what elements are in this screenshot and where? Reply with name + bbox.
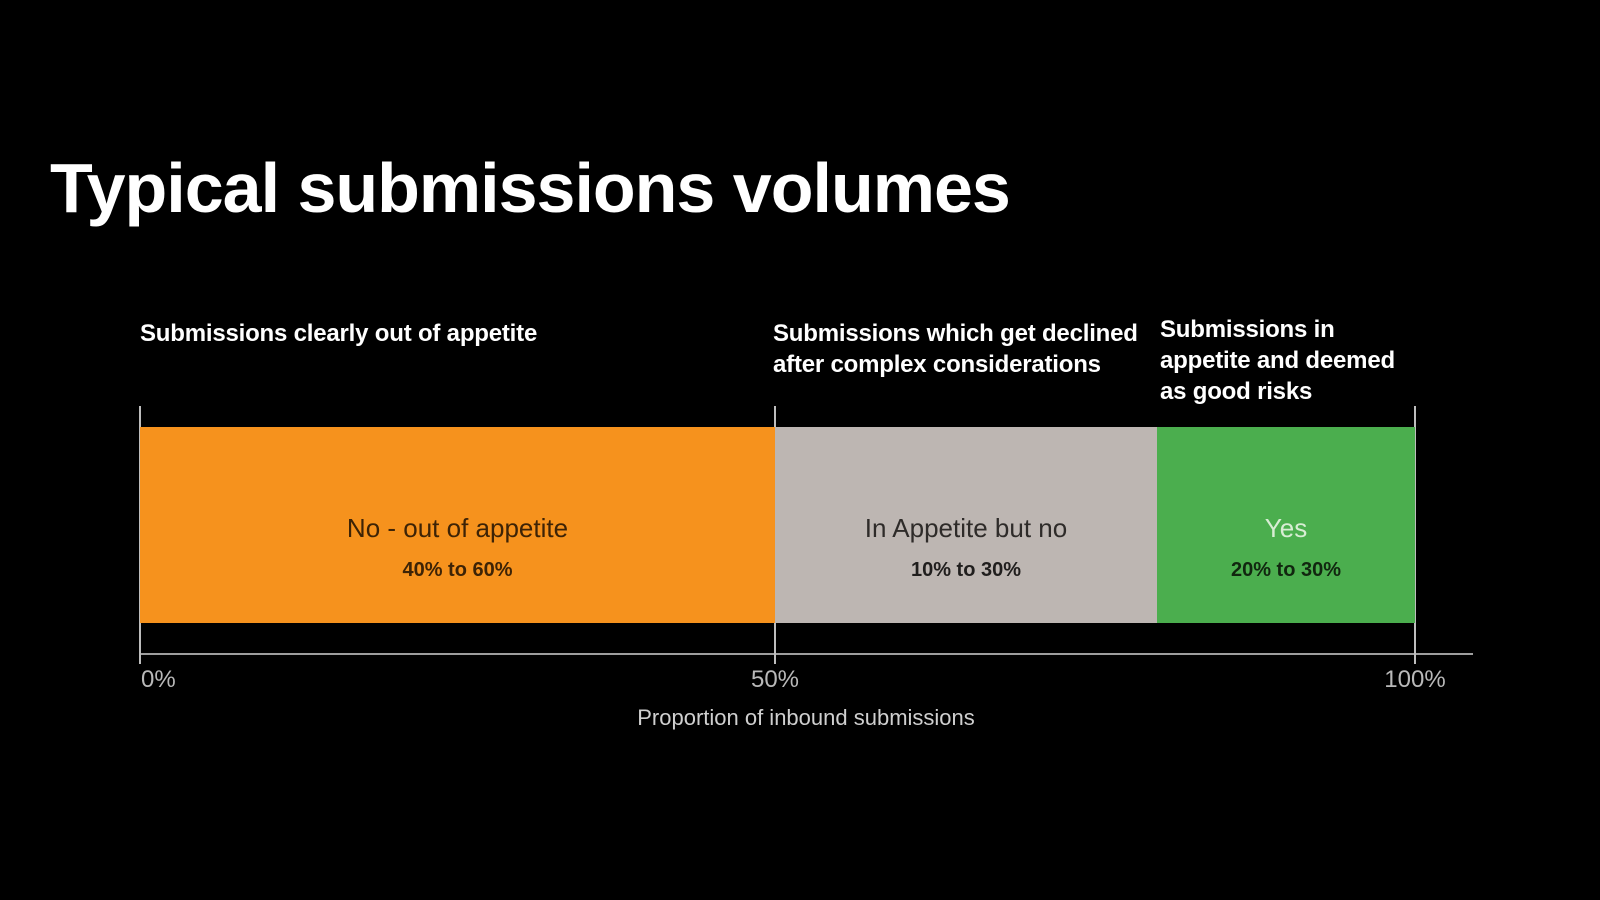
x-axis-tick-0pct: 0% [141,666,176,693]
slide-title: Typical submissions volumes [50,149,1011,227]
x-axis-title: Proportion of inbound submissions [637,705,975,730]
segment-label: No - out of appetite [346,513,569,543]
x-axis-tick-50pct: 50% [750,666,800,693]
segment-header-out-of-appetite: Submissions clearly out of appetite [140,320,538,347]
segment-range-value: 10% to 30% [910,559,1022,581]
segment-label: Yes [1264,513,1308,543]
segment-range-value: 20% to 30% [1230,559,1342,581]
bar-segment-in-appetite-but-no: In Appetite but no 10% to 30% [775,427,1157,623]
x-axis-line [140,653,1473,655]
x-axis-tick-100pct: 100% [1384,666,1446,693]
segment-header-declined-complex: Submissions which get declined after com… [773,320,1138,378]
tick-line-100pct [1414,406,1416,664]
segment-header-good-risks: Submissions in appetite and deemed as go… [1160,316,1395,405]
bar-segment-yes: Yes 20% to 30% [1157,427,1415,623]
stacked-bar: No - out of appetite 40% to 60% In Appet… [140,427,1415,623]
segment-range-value: 40% to 60% [402,559,513,581]
segment-label: In Appetite but no [864,513,1068,543]
bar-segment-no-out-of-appetite: No - out of appetite 40% to 60% [140,427,775,623]
